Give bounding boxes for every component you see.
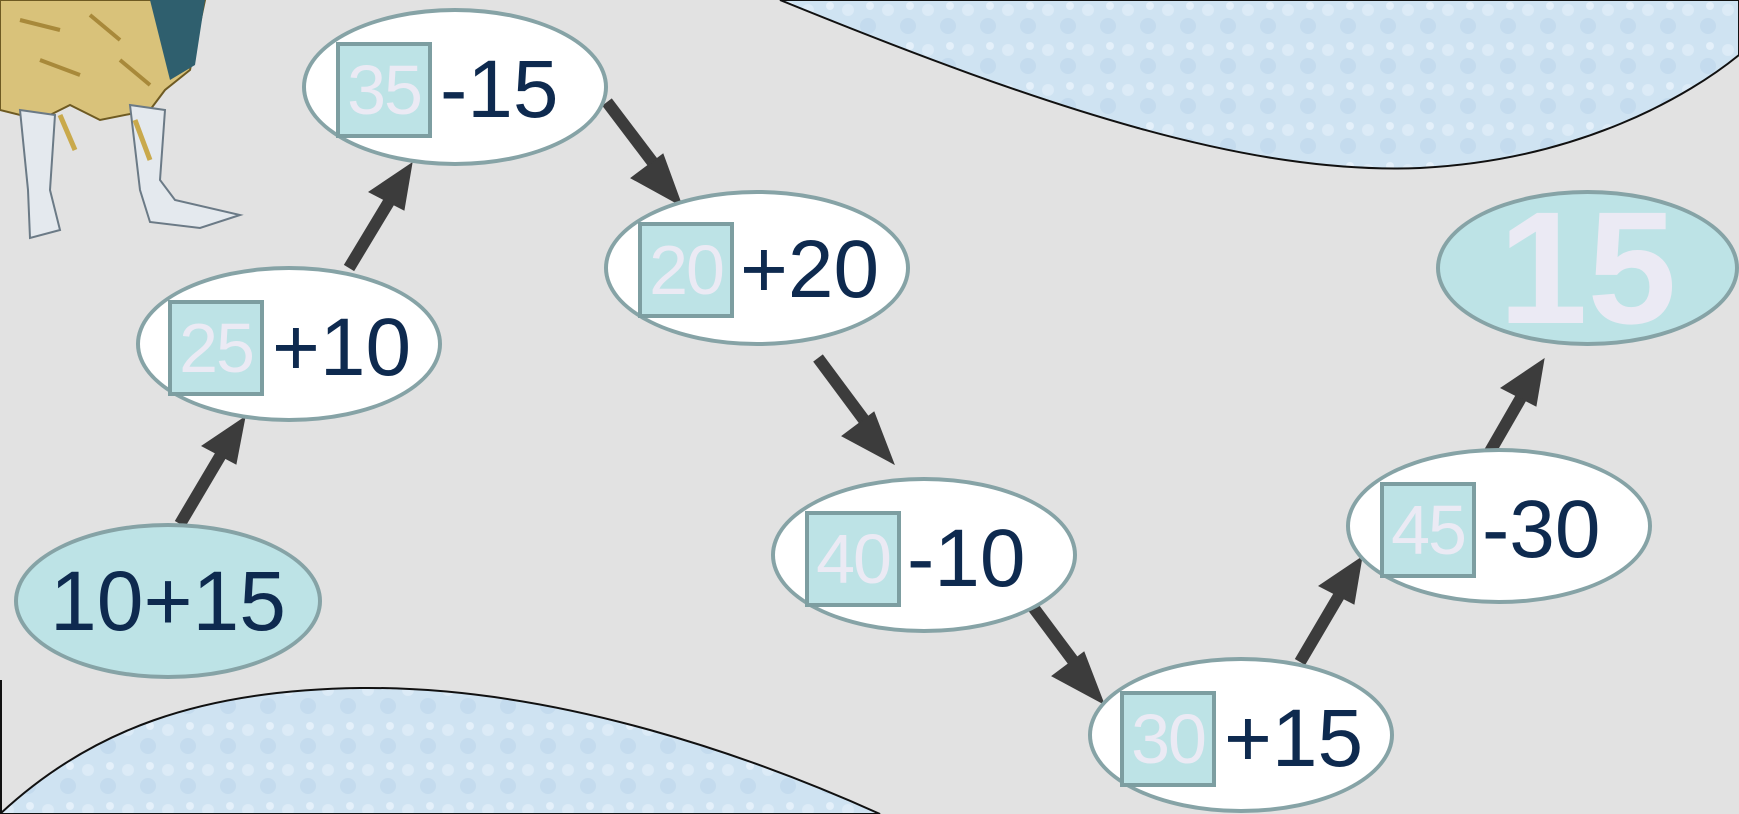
arrow-3 bbox=[602, 98, 665, 176]
result-value: 15 bbox=[1498, 178, 1677, 357]
start-expression: 10+15 bbox=[50, 554, 286, 648]
character-figure bbox=[0, 0, 244, 240]
arrows bbox=[174, 98, 1545, 706]
answer-box-2: 35 bbox=[336, 42, 432, 138]
step-node-6: 45 -30 bbox=[1346, 448, 1652, 604]
operation-4: -10 bbox=[907, 513, 1026, 604]
operation-3: +20 bbox=[740, 224, 880, 315]
operation-2: -15 bbox=[440, 44, 559, 135]
sky-bottom-left bbox=[0, 686, 881, 814]
step-node-1: 25 +10 bbox=[136, 266, 442, 422]
result-node: 15 bbox=[1436, 178, 1739, 357]
answer-box-1: 25 bbox=[168, 300, 264, 396]
sky-top-right bbox=[779, 0, 1739, 170]
answer-box-4: 40 bbox=[805, 511, 901, 607]
operation-1: +10 bbox=[272, 302, 412, 393]
start-node: 10+15 bbox=[14, 523, 322, 679]
answer-box-3: 20 bbox=[638, 222, 734, 318]
arrow-6 bbox=[1294, 590, 1346, 666]
arrow-5 bbox=[1025, 599, 1085, 674]
arrow-4 bbox=[813, 354, 875, 432]
step-node-3: 20 +20 bbox=[604, 190, 910, 346]
arrow-2 bbox=[343, 196, 396, 272]
operation-6: -30 bbox=[1482, 484, 1601, 575]
step-node-5: 30 +15 bbox=[1088, 657, 1394, 813]
step-node-4: 40 -10 bbox=[771, 477, 1077, 633]
operation-5: +15 bbox=[1224, 693, 1364, 784]
answer-box-6: 45 bbox=[1380, 482, 1476, 578]
answer-box-5: 30 bbox=[1120, 691, 1216, 787]
step-node-2: 35 -15 bbox=[302, 8, 608, 166]
arrow-1 bbox=[174, 449, 228, 528]
